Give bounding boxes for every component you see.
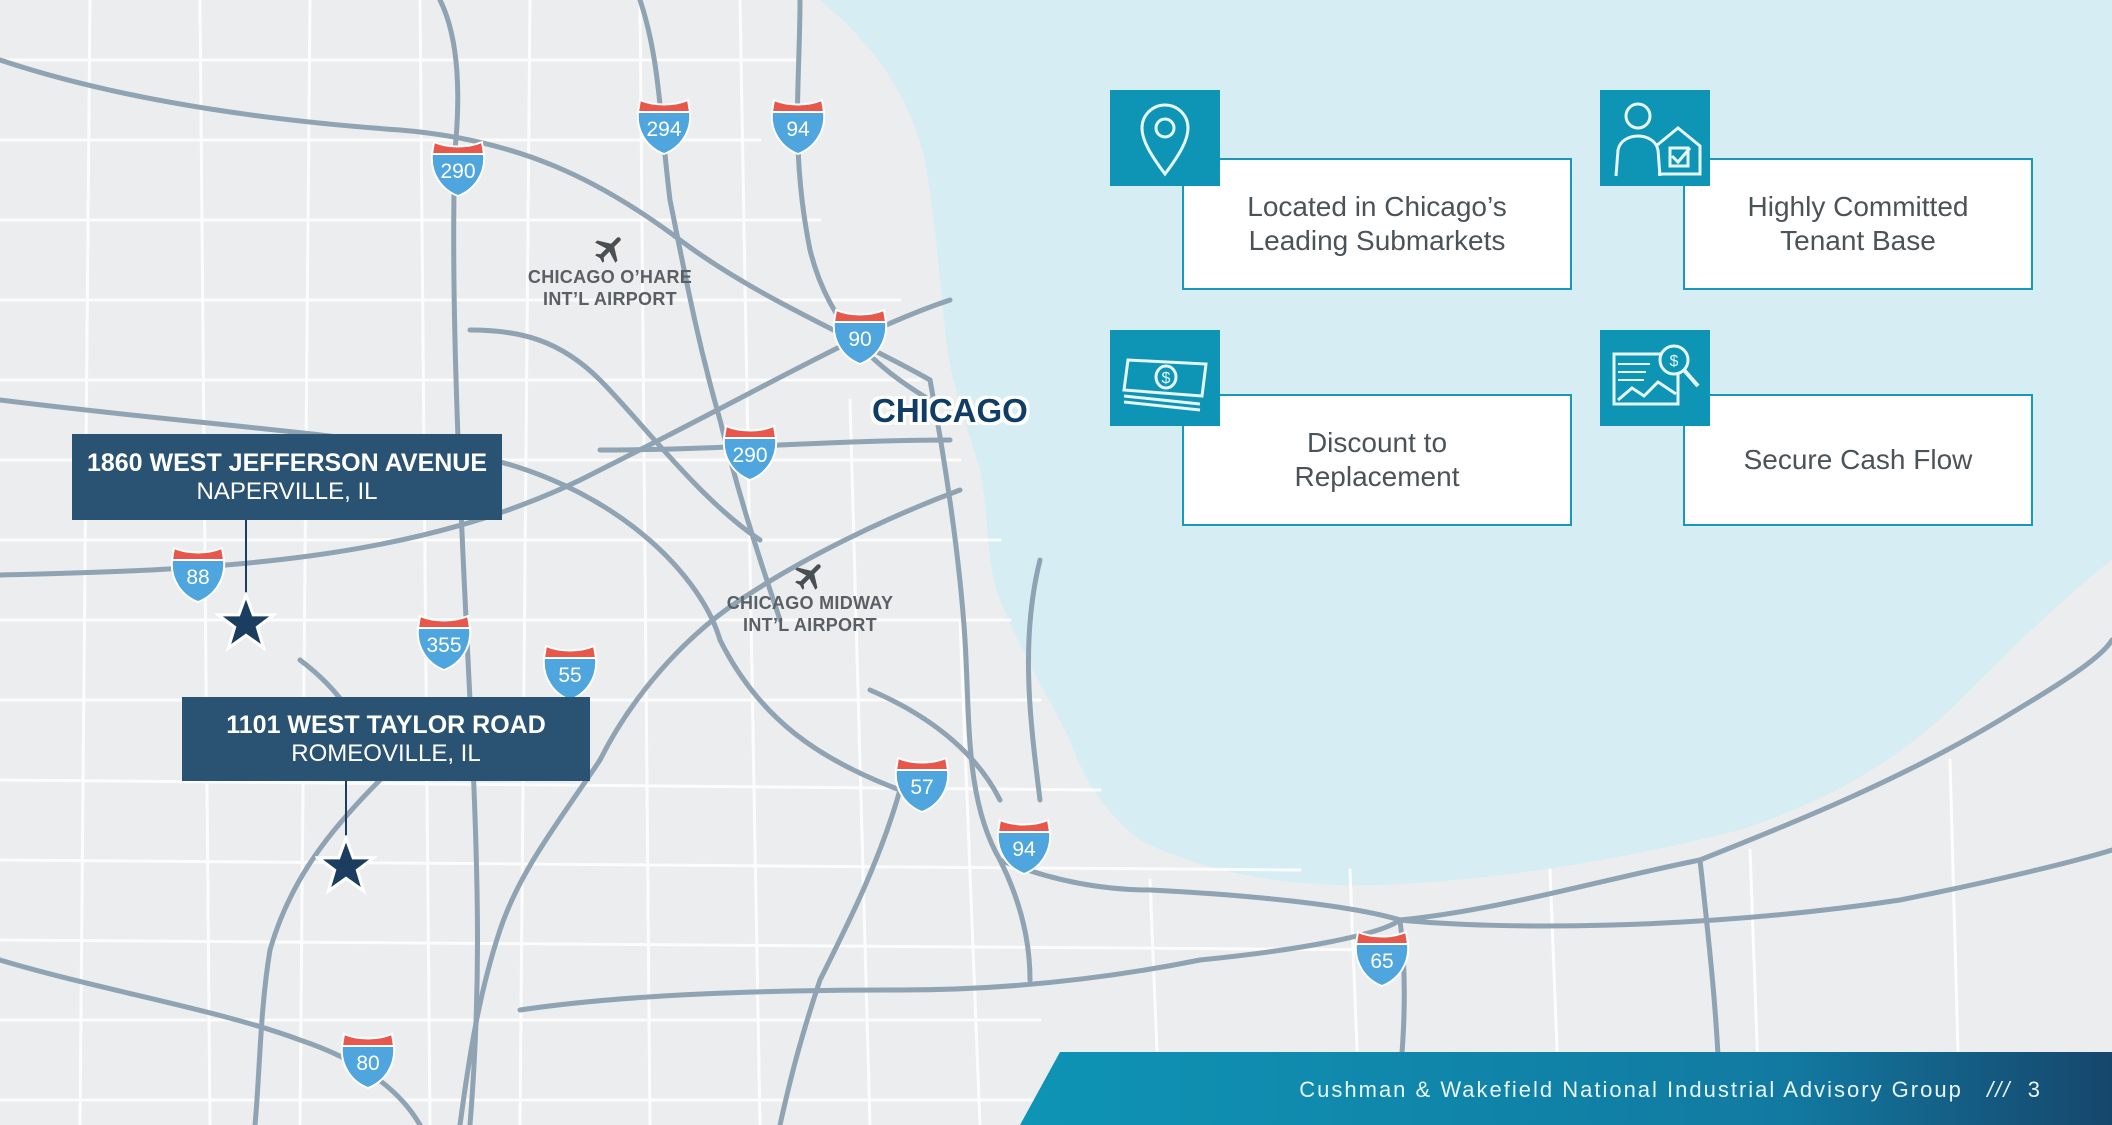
property-address: 1860 WEST JEFFERSON AVENUE	[86, 449, 488, 477]
interstate-shield-icon: 57	[894, 754, 950, 814]
footer-divider: ///	[1987, 1077, 2012, 1102]
star-marker-icon	[215, 592, 277, 652]
interstate-number: 88	[186, 566, 210, 589]
interstate-number: 94	[786, 118, 810, 141]
location-pin-icon	[1110, 90, 1220, 186]
interstate-shield-icon: 65	[1354, 928, 1410, 988]
svg-text:$: $	[1670, 353, 1679, 370]
interstate-number: 294	[646, 118, 682, 141]
airplane-icon	[595, 237, 621, 263]
interstate-shield-icon: 90	[832, 306, 888, 366]
pin-line	[345, 781, 347, 841]
tenant-building-icon	[1600, 90, 1710, 186]
feature-box-cash-flow: Secure Cash Flow	[1683, 394, 2033, 526]
interstate-shield-icon: 94	[996, 816, 1052, 876]
airplane-icon	[795, 564, 821, 590]
interstate-number: 94	[1012, 838, 1036, 861]
interstate-number: 90	[848, 328, 872, 351]
interstate-number: 290	[440, 160, 476, 183]
interstate-shield-icon: 290	[430, 138, 486, 198]
property-label-naperville: 1860 WEST JEFFERSON AVENUE NAPERVILLE, I…	[72, 434, 502, 520]
interstate-number: 57	[910, 776, 934, 799]
interstate-shield-icon: 355	[416, 612, 472, 672]
property-location: NAPERVILLE, IL	[196, 478, 378, 505]
interstate-shield-icon: 55	[542, 642, 598, 702]
money-stack-icon: $	[1110, 330, 1220, 426]
financial-chart-search-icon: $	[1600, 330, 1710, 426]
property-location: ROMEOVILLE, IL	[291, 740, 481, 767]
interstate-number: 55	[558, 664, 582, 687]
airport-label-ohare: CHICAGO O’HARE INT’L AIRPORT	[527, 267, 693, 309]
footer-text: Cushman & Wakefield National Industrial …	[1299, 1077, 2042, 1102]
interstate-shield-icon: 80	[340, 1030, 396, 1090]
star-marker-icon	[315, 835, 377, 895]
city-label: CHICAGO	[872, 392, 1028, 429]
interstate-shield-icon: 88	[170, 544, 226, 604]
interstate-shield-icon: 294	[636, 96, 692, 156]
footer-band	[1020, 1052, 2112, 1125]
interstate-shield-icon: 290	[722, 422, 778, 482]
property-label-romeoville: 1101 WEST TAYLOR ROAD ROMEOVILLE, IL	[182, 697, 590, 781]
interstate-number: 65	[1370, 950, 1394, 973]
interstate-number: 355	[426, 634, 462, 657]
property-address: 1101 WEST TAYLOR ROAD	[226, 711, 546, 739]
svg-text:$: $	[1162, 370, 1171, 387]
airport-label-midway: CHICAGO MIDWAY INT’L AIRPORT	[726, 593, 894, 635]
interstate-number: 80	[356, 1052, 380, 1075]
interstate-number: 290	[732, 444, 768, 467]
page-number: 3	[2027, 1077, 2042, 1102]
pin-line	[245, 520, 247, 600]
interstate-shield-icon: 94	[770, 96, 826, 156]
